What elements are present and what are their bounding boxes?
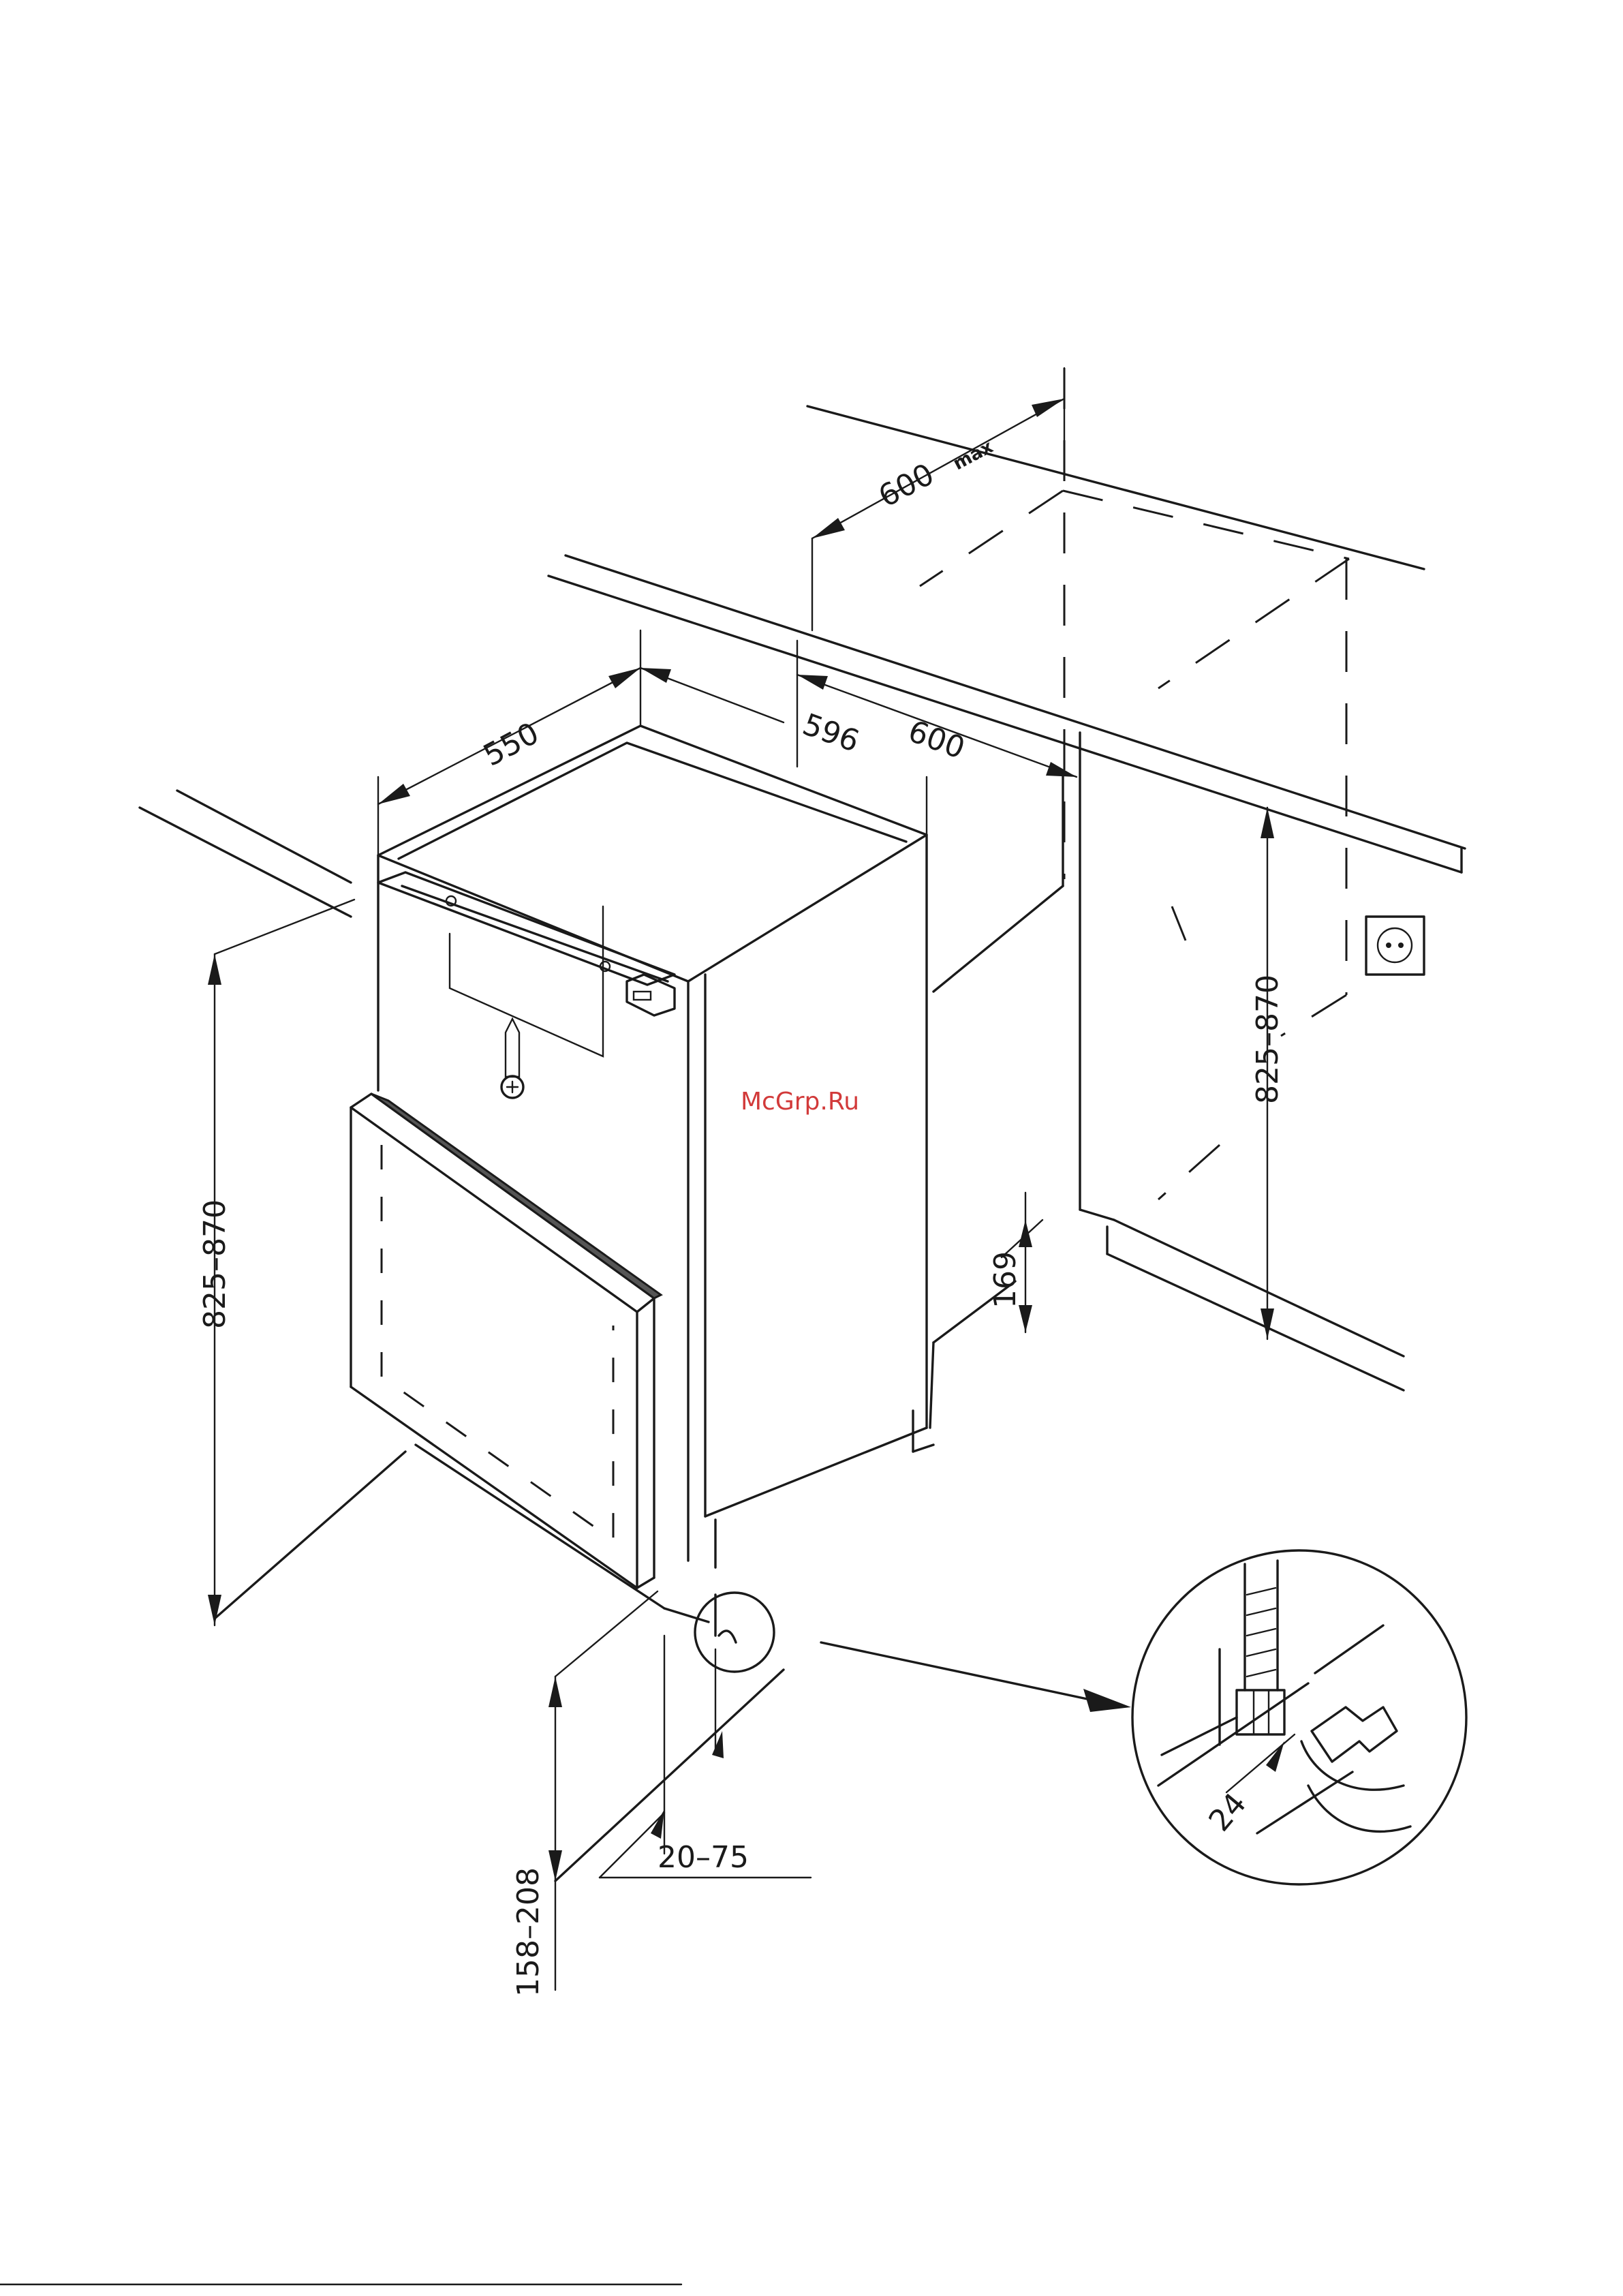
detail-arrow bbox=[821, 1642, 1131, 1712]
dim-text-600: 600 bbox=[873, 457, 940, 514]
screw-icon bbox=[501, 1019, 523, 1098]
niche-outline bbox=[933, 368, 1404, 1390]
dim-text-596: 596 bbox=[798, 707, 863, 759]
power-socket-icon bbox=[1366, 917, 1424, 975]
appliance-body bbox=[351, 726, 933, 1622]
dim-text-825-870-right: 825–870 bbox=[1250, 975, 1285, 1104]
dim-158-208 bbox=[548, 1591, 658, 1990]
dim-text-20-75: 20–75 bbox=[658, 1840, 749, 1875]
dim-text-825-870-left: 825–870 bbox=[198, 1199, 232, 1329]
dim-text-158-208: 158–208 bbox=[511, 1867, 546, 1997]
wrench-detail bbox=[1132, 1550, 1466, 1884]
dim-text-550: 550 bbox=[478, 716, 544, 773]
adjustable-foot-icon bbox=[695, 1520, 774, 1672]
dim-text-24: 24 bbox=[1202, 1786, 1253, 1838]
watermark-text: McGrp.Ru bbox=[741, 1088, 859, 1116]
dim-label-600-max: 600 max bbox=[873, 437, 996, 515]
floor-lines bbox=[140, 791, 933, 1881]
dim-600-max bbox=[812, 368, 1064, 630]
worktop bbox=[548, 406, 1465, 872]
wrench-icon bbox=[1301, 1707, 1410, 1832]
dim-text-max: max bbox=[950, 437, 997, 474]
dim-text-600b: 600 bbox=[903, 714, 969, 766]
dim-24 bbox=[1226, 1734, 1295, 1792]
dim-text-169: 169 bbox=[988, 1251, 1023, 1308]
